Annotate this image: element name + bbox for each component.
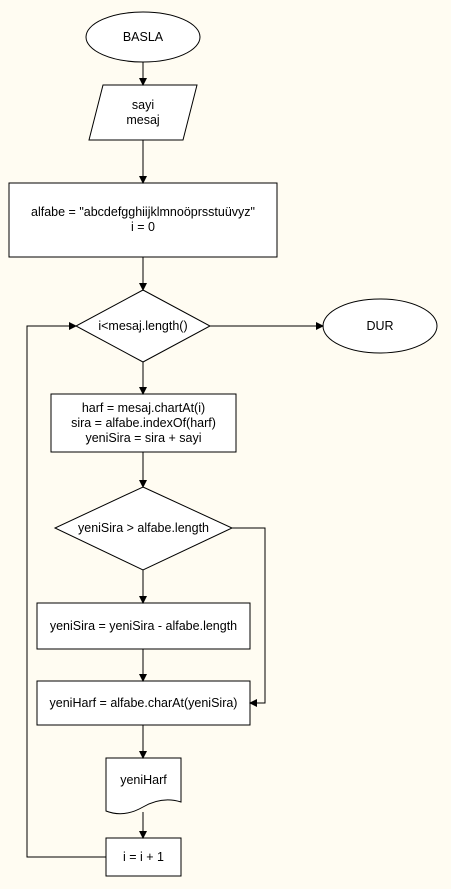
- lookup-step-label: yeniHarf = alfabe.charAt(yeniSira): [37, 681, 250, 725]
- lookup-step-text: yeniHarf = alfabe.charAt(yeniSira): [49, 695, 238, 710]
- start-text: BASLA: [122, 29, 164, 44]
- input-label: sayi mesaj: [96, 85, 190, 140]
- loop-condition-label: i<mesaj.length(): [76, 290, 210, 362]
- output-text: yeniHarf: [120, 772, 167, 787]
- body-line-2: sira = alfabe.indexOf(harf): [71, 415, 216, 430]
- init-label: alfabe = "abcdefgghiijklmnoöprsstuüvyz" …: [9, 183, 277, 257]
- output-document: [105, 757, 182, 815]
- output-label: yeniHarf: [106, 758, 181, 802]
- increment-text: i = i + 1: [123, 849, 164, 864]
- arrow-loop-back: [26, 322, 106, 858]
- body-process-box: [50, 393, 237, 453]
- body-line-1: harf = mesaj.chartAt(i): [81, 400, 206, 415]
- init-process-box: [8, 182, 278, 258]
- loop-condition-text: i<mesaj.length(): [98, 318, 188, 333]
- arrow-wrap-no: [232, 527, 266, 707]
- body-label: harf = mesaj.chartAt(i) sira = alfabe.in…: [51, 394, 236, 452]
- wrap-step-label: yeniSira = yeniSira - alfabe.length: [37, 603, 250, 649]
- input-parallelogram: [88, 84, 198, 141]
- start-label: BASLA: [86, 12, 200, 62]
- init-line-2: i = 0: [131, 220, 155, 234]
- body-line-3: yeniSira = sira + sayi: [85, 430, 202, 445]
- increment-label: i = i + 1: [106, 838, 181, 876]
- wrap-step-text: yeniSira = yeniSira - alfabe.length: [49, 618, 238, 633]
- stop-label: DUR: [323, 299, 437, 353]
- stop-text: DUR: [366, 318, 394, 333]
- input-line-2: mesaj: [126, 112, 160, 127]
- wrap-condition-label: yeniSira > alfabe.length: [55, 487, 232, 570]
- wrap-condition-text: yeniSira > alfabe.length: [78, 521, 209, 535]
- init-line-1: alfabe = "abcdefgghiijklmnoöprsstuüvyz": [31, 205, 255, 219]
- input-line-1: sayi: [131, 97, 155, 112]
